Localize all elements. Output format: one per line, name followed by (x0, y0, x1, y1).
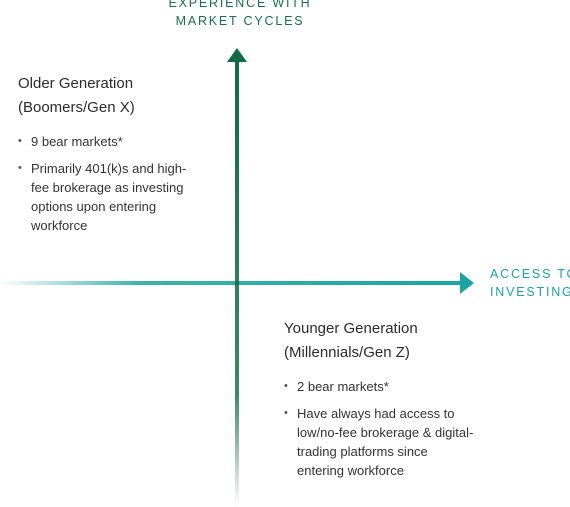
older-bullet-investing-options: Primarily 401(k)s and high-fee brokerage… (18, 159, 198, 235)
older-title-line1: Older Generation (18, 75, 134, 92)
younger-generation-title: Younger Generation (Millennials/Gen Z) (284, 317, 474, 365)
younger-title-line1: Younger Generation (284, 320, 418, 337)
younger-generation-quadrant: Younger Generation (Millennials/Gen Z) 2… (284, 317, 474, 488)
younger-bullet-bear-markets: 2 bear markets* (284, 377, 474, 396)
y-axis-label: EXPERIENCE WITH MARKET CYCLES (168, 0, 312, 28)
y-axis-line (235, 60, 239, 507)
x-axis-arrowhead (460, 272, 474, 294)
older-bullet-list: 9 bear markets* Primarily 401(k)s and hi… (18, 132, 198, 235)
older-title-line2: (Boomers/Gen X) (18, 99, 135, 116)
older-generation-title: Older Generation (Boomers/Gen X) (18, 72, 198, 120)
x-axis-line (0, 281, 462, 285)
older-generation-quadrant: Older Generation (Boomers/Gen X) 9 bear … (18, 72, 198, 243)
older-bullet-bear-markets: 9 bear markets* (18, 132, 198, 151)
younger-bullet-list: 2 bear markets* Have always had access t… (284, 377, 474, 480)
younger-title-line2: (Millennials/Gen Z) (284, 344, 410, 361)
y-axis-arrowhead (227, 48, 247, 62)
x-axis-label: ACCESS TO INVESTING (490, 267, 570, 299)
younger-bullet-platform-access: Have always had access to low/no-fee bro… (284, 404, 474, 480)
